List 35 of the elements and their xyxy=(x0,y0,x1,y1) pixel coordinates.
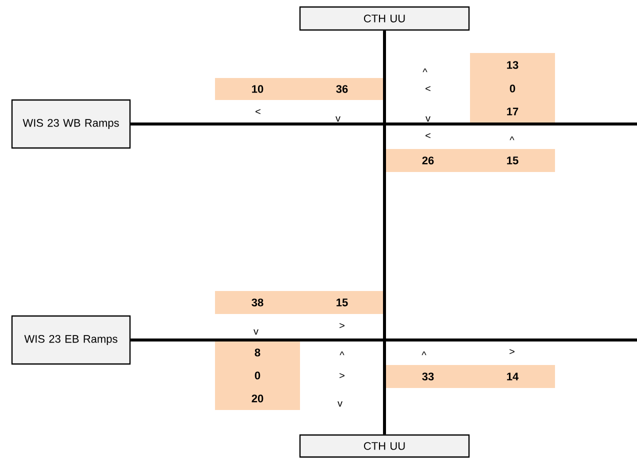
table-cell: 26 xyxy=(386,149,470,172)
road-line xyxy=(130,122,637,126)
direction-symbol: v xyxy=(336,116,340,122)
table-cell: 13 xyxy=(470,53,555,77)
direction-symbol: > xyxy=(510,349,514,354)
table-cell: 20 xyxy=(215,387,300,410)
direction-symbol: ^ xyxy=(340,352,344,356)
road-name-box: CTH UU xyxy=(299,6,470,31)
direction-symbol: v xyxy=(338,401,342,407)
direction-symbol: > xyxy=(340,373,344,378)
road-line xyxy=(383,30,386,434)
direction-symbol: ^ xyxy=(422,352,426,356)
table-cell: 15 xyxy=(300,291,384,314)
direction-symbol: < xyxy=(426,86,430,92)
table-cell: 14 xyxy=(470,365,555,388)
table-cell: 15 xyxy=(470,149,555,172)
road-line xyxy=(130,338,637,342)
table-cell: 8 xyxy=(215,341,300,364)
road-name-box: WIS 23 WB Ramps xyxy=(11,99,131,149)
road-name-box: CTH UU xyxy=(299,434,470,458)
direction-symbol: ^ xyxy=(422,68,428,72)
direction-symbol: v xyxy=(426,116,430,122)
table-cell: 33 xyxy=(386,365,470,388)
table-cell: 0 xyxy=(470,77,555,100)
direction-symbol: ^ xyxy=(510,136,514,140)
table-cell: 0 xyxy=(215,364,300,387)
table-cell: 38 xyxy=(215,291,300,314)
direction-symbol: < xyxy=(256,109,260,114)
direction-symbol: > xyxy=(340,323,344,328)
table-cell: 36 xyxy=(300,78,384,100)
direction-symbol: < xyxy=(426,133,430,138)
table-cell: 17 xyxy=(470,100,555,123)
table-cell: 10 xyxy=(215,78,300,100)
road-name-box: WIS 23 EB Ramps xyxy=(11,315,131,365)
direction-symbol: v xyxy=(254,329,258,335)
